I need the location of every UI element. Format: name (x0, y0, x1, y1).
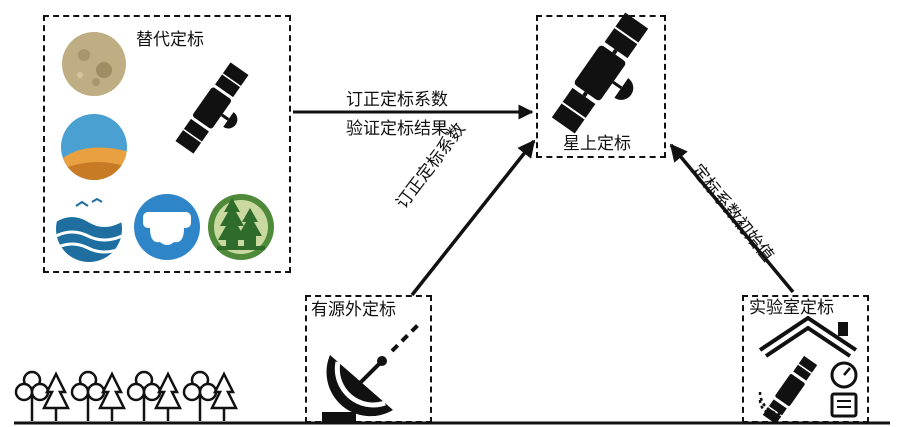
moon-icon (62, 32, 126, 96)
house-icon (758, 315, 858, 425)
substitute-calibration-box (43, 15, 291, 273)
cloud-icon (134, 194, 200, 260)
onboard-calibration-label: 星上定标 (563, 134, 631, 154)
substitute-calibration-label: 替代定标 (136, 30, 204, 50)
onboard-calibration-box (536, 15, 666, 158)
arrow-label-correct-coefficients: 订正定标系数 (346, 90, 448, 110)
ocean-icon (56, 196, 122, 262)
satellite-icon (551, 12, 649, 134)
arrow-label-verify-results: 验证定标结果 (346, 119, 448, 139)
satellite-icon-small (175, 62, 249, 154)
arrow-active-source-to-onboard (410, 139, 536, 297)
active-source-calibration-label: 有源外定标 (311, 300, 396, 320)
desert-icon (61, 114, 127, 180)
trees-icon (14, 370, 239, 421)
arrow-laboratory-to-onboard (669, 143, 795, 294)
forest-icon (208, 194, 274, 260)
satellite-dish-icon (322, 321, 422, 422)
laboratory-calibration-label: 实验室定标 (749, 298, 834, 318)
